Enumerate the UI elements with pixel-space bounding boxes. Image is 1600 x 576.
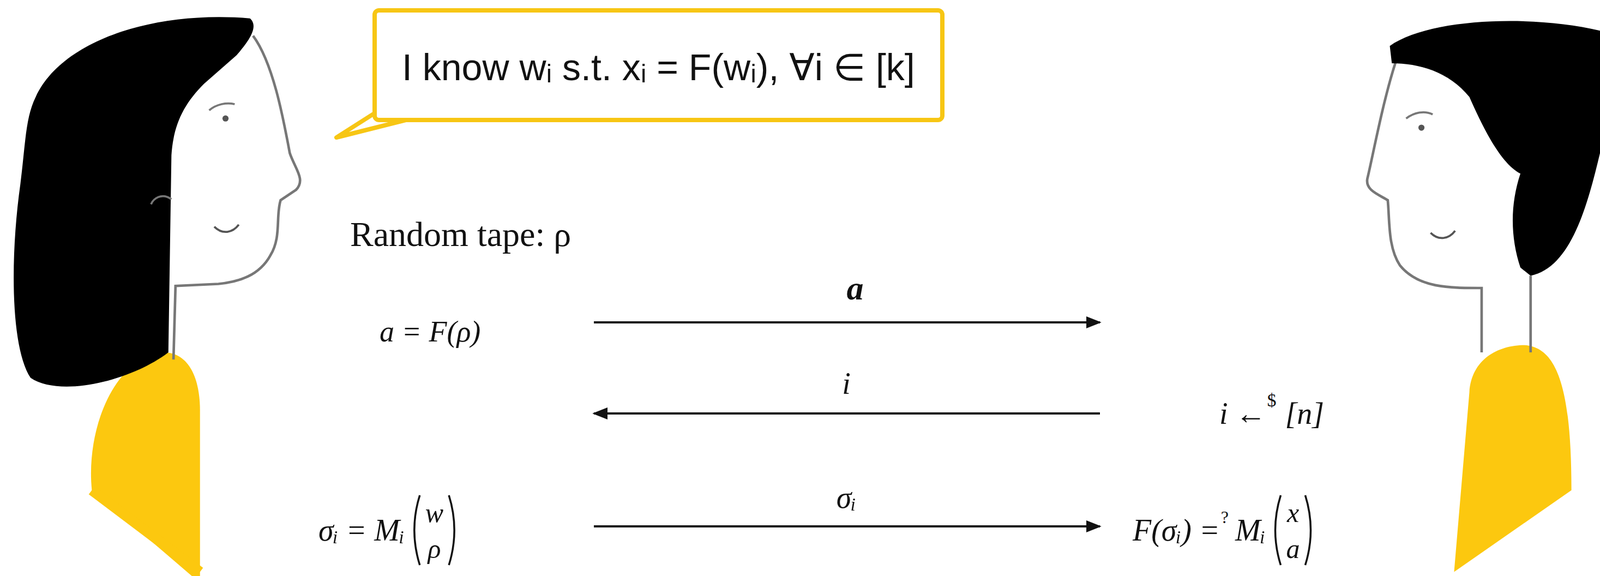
prover-shirt: [91, 352, 201, 576]
prover-brow: [209, 103, 236, 111]
superscript: $: [1267, 391, 1277, 410]
math-label: [n]: [1285, 398, 1325, 429]
math-label: F(σᵢ) =: [1132, 514, 1220, 546]
math-label: Mᵢ: [1235, 514, 1266, 546]
response-arrow: [593, 525, 1100, 528]
prover-hair: [13, 16, 254, 387]
math-label: i ←: [1219, 398, 1267, 429]
math-label: a = F(ρ): [379, 316, 481, 347]
verifier-eye: [1418, 124, 1425, 131]
vector-entry: ρ: [427, 534, 441, 563]
prover-smile: [214, 224, 239, 232]
superscript: ?: [1220, 508, 1229, 526]
speech-bubble: I know wᵢ s.t. xᵢ = F(wᵢ), ∀i ∈ [k]: [372, 8, 945, 123]
prover-eye: [222, 115, 229, 122]
verifier-hair: [1390, 21, 1600, 276]
arrow-label: σᵢ: [836, 482, 857, 513]
paren: [1305, 495, 1311, 565]
prover-shirt-edge: [91, 490, 200, 573]
arrow-label: a: [846, 271, 864, 305]
verifier-shirt: [1453, 345, 1572, 573]
math-label: σᵢ = Mᵢ: [318, 514, 405, 546]
bubble-text: I know wᵢ s.t. xᵢ = F(wᵢ), ∀i ∈ [k]: [401, 46, 916, 88]
paren: [448, 495, 455, 565]
challenge-arrow: [593, 412, 1100, 415]
verifier-smile: [1430, 230, 1455, 238]
paren: [1275, 495, 1281, 565]
paren: [414, 495, 420, 565]
prover-ear: [151, 196, 172, 205]
vector-entry: w: [425, 498, 444, 527]
commit-arrow: [593, 321, 1100, 324]
tape-label: Random tape: ρ: [350, 217, 571, 252]
verifier-brow: [1405, 112, 1433, 119]
vector-entry: x: [1286, 498, 1299, 527]
vector-entry: a: [1286, 534, 1301, 563]
arrow-label: i: [841, 368, 851, 399]
